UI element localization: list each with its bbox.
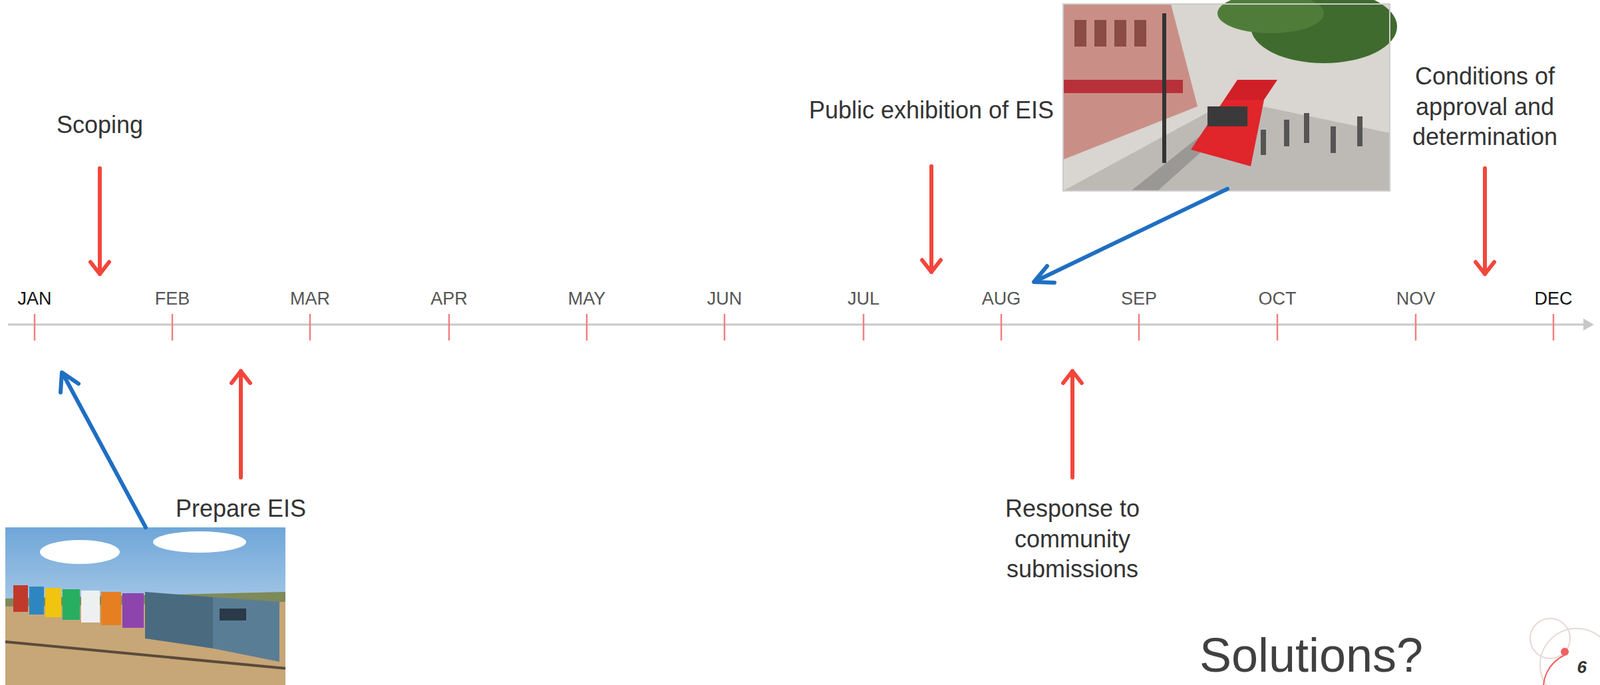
step-label: Scoping xyxy=(56,109,144,141)
month-label: OCT xyxy=(1258,287,1297,311)
month-label: NOV xyxy=(1396,287,1436,311)
month-label: SEP xyxy=(1120,287,1157,311)
step-label: Response to community submissions xyxy=(992,493,1153,585)
month-label: JUL xyxy=(847,287,880,311)
month-label: JAN xyxy=(17,287,52,311)
step-label: Public exhibition of EIS xyxy=(801,95,1062,126)
page-number: 6 xyxy=(1577,657,1587,678)
step-label: Conditions of approval and determination xyxy=(1395,61,1575,153)
slide-title: Solutions? xyxy=(1199,628,1424,683)
month-label: AUG xyxy=(981,287,1022,311)
month-label: MAR xyxy=(290,287,330,311)
month-label: JUN xyxy=(707,287,743,311)
month-label: APR xyxy=(430,287,468,311)
month-label: FEB xyxy=(155,287,191,311)
step-label: Prepare EIS xyxy=(175,493,307,525)
month-label: MAY xyxy=(568,287,607,311)
month-label: DEC xyxy=(1534,287,1573,311)
